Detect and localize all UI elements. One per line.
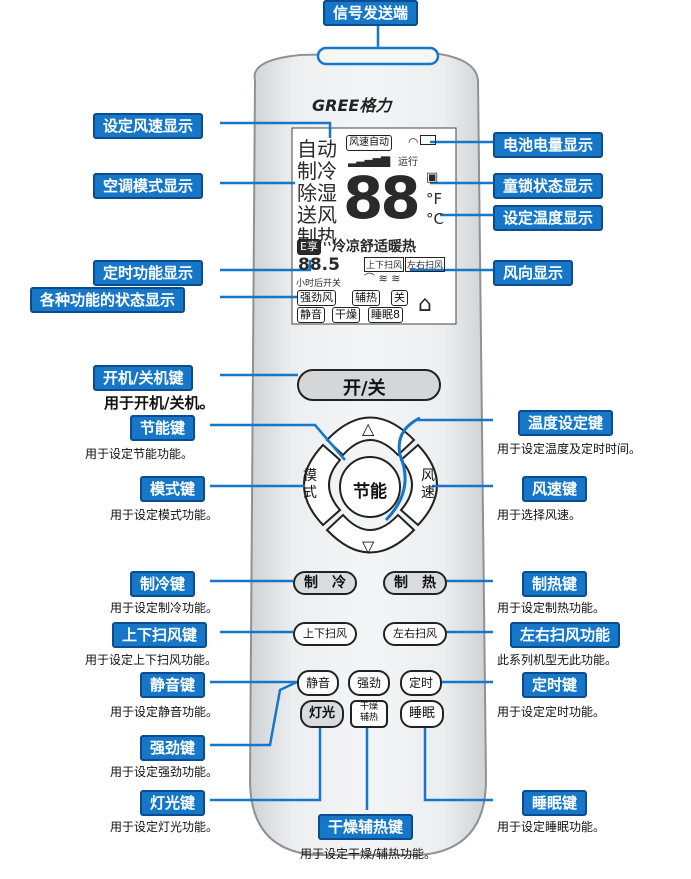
lcd-status-dry: 干燥 xyxy=(332,307,360,323)
label-mode-key: 模式键 xyxy=(140,476,206,502)
label-eco-key: 节能键 xyxy=(130,415,196,441)
label-sleep-key: 睡眠键 xyxy=(522,790,588,816)
label-quiet-key: 静音键 xyxy=(140,672,206,698)
label-light-key: 灯光键 xyxy=(140,790,206,816)
label-vswing-key: 上下扫风键 xyxy=(112,622,208,648)
label-swing-display: 风向显示 xyxy=(493,260,574,286)
turbo-button[interactable]: 强劲 xyxy=(348,670,390,696)
mode-button-shape xyxy=(303,443,342,527)
desc-vswing-key: 用于设定上下扫风功能。 xyxy=(85,653,218,667)
lcd-unit-c: °C xyxy=(426,210,444,228)
brand-logo: GREE格力 xyxy=(312,96,392,115)
lcd-mode-fan: 送风 xyxy=(297,203,337,227)
eco-button-shape xyxy=(339,456,401,518)
lcd-unit-f: °F xyxy=(426,190,443,208)
desc-mode-key: 用于设定模式功能。 xyxy=(110,508,219,522)
light-button[interactable]: 灯光 xyxy=(300,700,344,728)
label-dry-key: 干燥辅热键 xyxy=(318,814,414,840)
child-lock-icon: ▣ xyxy=(426,170,439,185)
lcd-timer-caption: 小时后开关 xyxy=(296,279,342,289)
desc-timer-key: 用于设定定时功能。 xyxy=(497,705,606,719)
quiet-button[interactable]: 静音 xyxy=(297,670,339,696)
fan-button-shape xyxy=(399,443,438,527)
label-fan-speed-display: 设定风速显示 xyxy=(93,113,204,139)
label-fan-key: 风速键 xyxy=(522,476,588,502)
desc-hswing-key: 此系列机型无此功能。 xyxy=(497,653,618,667)
label-battery-display: 电池电量显示 xyxy=(493,132,604,158)
mode-button[interactable]: 模 式 xyxy=(303,468,317,501)
lcd-mode-cool: 制冷 xyxy=(297,159,337,183)
home-icon: ⌂ xyxy=(418,292,432,317)
desc-eco-key: 用于设定节能功能。 xyxy=(85,447,194,461)
cool-button[interactable]: 制 冷 xyxy=(293,571,357,595)
lcd-feel: 冷凉舒适暖热 xyxy=(332,239,416,255)
power-button-shape xyxy=(297,369,441,401)
label-signal: 信号发送端 xyxy=(323,0,419,26)
desc-cool-key: 用于设定制冷功能。 xyxy=(110,601,219,615)
heat-button[interactable]: 制 热 xyxy=(383,571,447,595)
dry-aux-heat-button[interactable]: 干燥 辅热 xyxy=(350,700,388,728)
lcd-status-turbo: 强劲风 xyxy=(297,290,336,306)
lcd-swing-lr: 左右扫风 xyxy=(405,257,446,272)
label-child-lock-display: 童锁状态显示 xyxy=(493,173,604,199)
lcd-run: 运行 xyxy=(398,157,418,168)
lcd-fan-speed: 风速自动 xyxy=(346,135,392,151)
desc-temp-key: 用于设定温度及定时时间。 xyxy=(497,442,642,456)
swing-wave-icon: ⌒ ≋ ≋ xyxy=(364,272,401,285)
eco-button[interactable]: 节能 xyxy=(353,482,387,502)
lcd-timer-value: 88.5 xyxy=(298,255,340,275)
label-heat-key: 制热键 xyxy=(522,571,588,597)
lcd-e-label: E享 xyxy=(297,239,321,255)
vertical-swing-button[interactable]: 上下扫风 xyxy=(293,622,357,646)
temp-up-button[interactable]: △ xyxy=(362,419,375,438)
desc-quiet-key: 用于设定静音功能。 xyxy=(110,705,219,719)
temp-down-button[interactable]: ▽ xyxy=(362,537,375,556)
power-button[interactable]: 开/关 xyxy=(343,378,386,399)
label-temp-display: 设定温度显示 xyxy=(493,205,604,231)
temp-down-button-shape xyxy=(325,513,416,554)
lcd-status-quiet: 静音 xyxy=(297,307,325,323)
temp-up-button-shape xyxy=(325,416,416,457)
horizontal-swing-button[interactable]: 左右扫风 xyxy=(383,622,447,646)
label-cool-key: 制冷键 xyxy=(130,571,196,597)
desc-light-key: 用于设定灯光功能。 xyxy=(110,820,219,834)
lcd-status-off: 关 xyxy=(391,290,408,306)
desc-heat-key: 用于设定制热功能。 xyxy=(497,601,606,615)
label-temp-key: 温度设定键 xyxy=(518,410,614,436)
label-power-key: 开机/关机键 xyxy=(93,365,194,391)
wifi-icon: ◠ xyxy=(408,135,419,149)
label-timer-display: 定时功能显示 xyxy=(93,260,204,286)
lcd-mode-dry: 除湿 xyxy=(297,181,337,205)
sleep-button[interactable]: 睡眠 xyxy=(400,700,444,728)
leader-lines xyxy=(210,18,493,810)
lcd-swing-ud: 上下扫风 xyxy=(364,257,405,272)
fan-speed-button[interactable]: 风 速 xyxy=(421,468,435,501)
temp-key-swoosh xyxy=(384,416,421,522)
lcd-mode-auto: 自动 xyxy=(297,137,337,161)
desc-power-key: 用于开机/关机。 xyxy=(104,394,215,412)
lcd-status-aux-heat: 辅热 xyxy=(352,290,380,306)
battery-icon xyxy=(420,135,436,145)
lcd-status-sleep: 睡眠8 xyxy=(368,307,403,323)
label-hswing-key: 左右扫风功能 xyxy=(510,622,621,648)
lcd-fan-bars: ▂▃▄▅▆ xyxy=(348,153,390,167)
signal-window xyxy=(316,46,440,66)
timer-button[interactable]: 定时 xyxy=(400,670,442,696)
desc-dry-key: 用于设定干燥/辅热功能。 xyxy=(300,847,437,861)
desc-sleep-key: 用于设定睡眠功能。 xyxy=(497,820,606,834)
lcd-temp-digits: 88 xyxy=(343,164,421,232)
label-status-display: 各种功能的状态显示 xyxy=(30,287,186,313)
label-timer-key: 定时键 xyxy=(522,672,588,698)
label-turbo-key: 强劲键 xyxy=(140,735,206,761)
desc-turbo-key: 用于设定强劲功能。 xyxy=(110,765,219,779)
label-mode-display: 空调模式显示 xyxy=(93,173,204,199)
desc-fan-key: 用于选择风速。 xyxy=(497,508,582,522)
